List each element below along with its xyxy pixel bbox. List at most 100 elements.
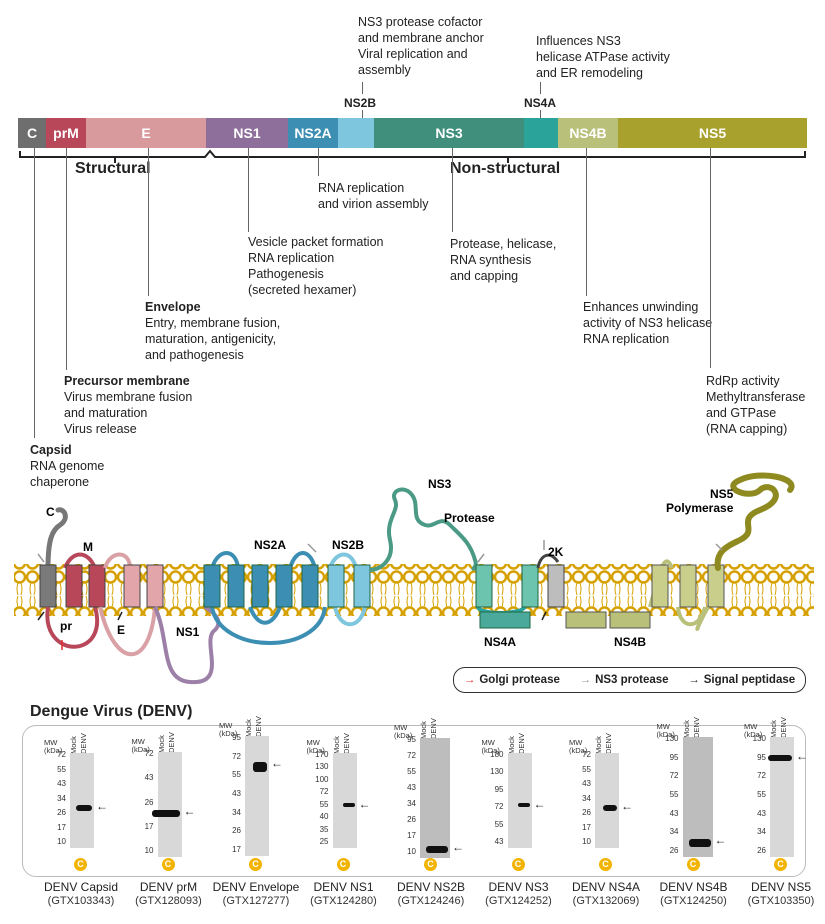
genome-segment: NS4B — [558, 118, 618, 148]
topo-label-2k: 2K — [548, 545, 564, 559]
mw-marker: 95 — [669, 752, 679, 762]
mw-marker: 130 — [490, 767, 504, 777]
ns3-leader — [452, 148, 453, 232]
mw-marker: 55 — [494, 819, 504, 829]
denv-lane-label: DENV — [79, 733, 88, 754]
mw-marker: 43 — [57, 779, 66, 788]
genome-segment — [524, 118, 558, 148]
topo-label-ns1: NS1 — [176, 625, 200, 639]
denv-lane-label: DENV — [516, 733, 526, 754]
band-arrow-icon: ← — [271, 756, 283, 771]
blot-name: DENV NS1 — [313, 880, 374, 894]
mw-marker: 72 — [57, 750, 66, 759]
mw-marker: 17 — [582, 822, 591, 832]
blot-catalog: (GTX124246) — [397, 895, 465, 907]
genome-segment — [338, 118, 374, 148]
mw-marker: 72 — [494, 802, 504, 812]
legend-signal: →Signal peptidase — [688, 674, 796, 686]
mw-marker: 55 — [757, 790, 766, 799]
mock-lane-label: Mock — [156, 735, 166, 753]
blot-catalog: (GTX132069) — [572, 895, 640, 907]
mw-label: MW — [131, 737, 145, 746]
mw-marker: 55 — [669, 790, 679, 799]
denv-lane-label: DENV — [604, 733, 613, 754]
mw-marker: 10 — [57, 837, 66, 846]
band-arrow-icon: ← — [714, 833, 727, 847]
blot-band — [76, 805, 92, 812]
blots-title: Dengue Virus (DENV) — [30, 703, 193, 720]
band-arrow-icon: ← — [452, 840, 464, 854]
denv-lane-label: DENV — [166, 732, 176, 753]
mw-marker: 130 — [315, 762, 329, 772]
mw-marker: 100 — [315, 774, 329, 784]
nonstructural-label: Non-structural — [450, 160, 561, 177]
mw-label: MW — [481, 738, 495, 747]
mw-marker: 35 — [319, 824, 329, 834]
mw-label: MW — [219, 721, 233, 730]
blot-band — [517, 803, 530, 808]
mw-marker: 43 — [232, 789, 241, 798]
mw-marker: 17 — [232, 845, 241, 854]
kda-label: (kDa) — [219, 729, 238, 738]
ns4a-top-label: NS4A — [524, 96, 557, 110]
blot-strip — [507, 753, 532, 848]
denv-lane-label: DENV — [779, 717, 788, 738]
blot-name: DENV NS3 — [488, 880, 549, 894]
mw-marker: 43 — [669, 808, 679, 818]
blot-band — [688, 839, 711, 847]
genome-segment: C — [18, 118, 46, 148]
blot-catalog: (GTX128093) — [135, 895, 202, 907]
citation-badge-icon: C — [599, 858, 612, 871]
topo-label-ns3: NS3 — [428, 477, 452, 491]
genome-segment: NS2A — [288, 118, 338, 148]
blot-name: DENV NS4B — [659, 880, 728, 894]
mw-marker: 34 — [407, 799, 416, 808]
citation-badge-icon: C — [336, 858, 350, 871]
mw-marker: 26 — [669, 846, 679, 855]
mw-marker: 72 — [757, 771, 766, 781]
blot-name: DENV NS5 — [750, 880, 812, 894]
mw-label: MW — [656, 722, 670, 731]
mw-marker: 55 — [582, 764, 591, 774]
mw-marker: 43 — [582, 779, 591, 788]
mw-marker: 130 — [752, 734, 766, 743]
kda-label: (kDa) — [306, 746, 325, 755]
mw-marker: 170 — [315, 750, 329, 759]
mw-marker: 17 — [57, 822, 66, 832]
blot-name: DENV NS2B — [396, 880, 466, 894]
citation-badge-icon: C — [686, 858, 700, 871]
mw-marker: 72 — [669, 771, 679, 781]
mw-marker: 17 — [144, 821, 154, 831]
mw-marker: 55 — [232, 770, 241, 780]
blot-strip — [595, 753, 619, 848]
mw-marker: 10 — [582, 837, 591, 846]
denv-lane-label: DENV — [691, 717, 701, 738]
mock-lane-label: Mock — [681, 720, 691, 738]
ns2a-leader — [318, 148, 319, 176]
genome-segment: NS1 — [206, 118, 288, 148]
ns5-leader — [710, 148, 711, 368]
topo-label-c: C — [46, 505, 55, 519]
ns2b-top-label: NS2B — [344, 96, 377, 110]
blot-catalog: (GTX103350) — [747, 895, 815, 907]
mw-label: MW — [744, 722, 758, 731]
blot-strip — [157, 752, 182, 857]
topo-label-pr: pr — [60, 619, 72, 633]
genome-segment: prM — [46, 118, 86, 148]
band-arrow-icon: ← — [358, 797, 371, 812]
envelope-leader — [148, 148, 149, 296]
citation-badge-icon: C — [424, 858, 437, 871]
kda-label: (kDa) — [481, 746, 500, 755]
mw-marker: 25 — [319, 837, 329, 846]
mw-marker: 55 — [319, 799, 329, 809]
legend-ns3: →NS3 protease — [579, 674, 669, 686]
blot-catalog: (GTX103343) — [47, 895, 115, 907]
topo-label-ns2a: NS2A — [254, 538, 286, 552]
ns2b-leader-2 — [362, 110, 363, 118]
mw-marker: 34 — [757, 827, 766, 837]
